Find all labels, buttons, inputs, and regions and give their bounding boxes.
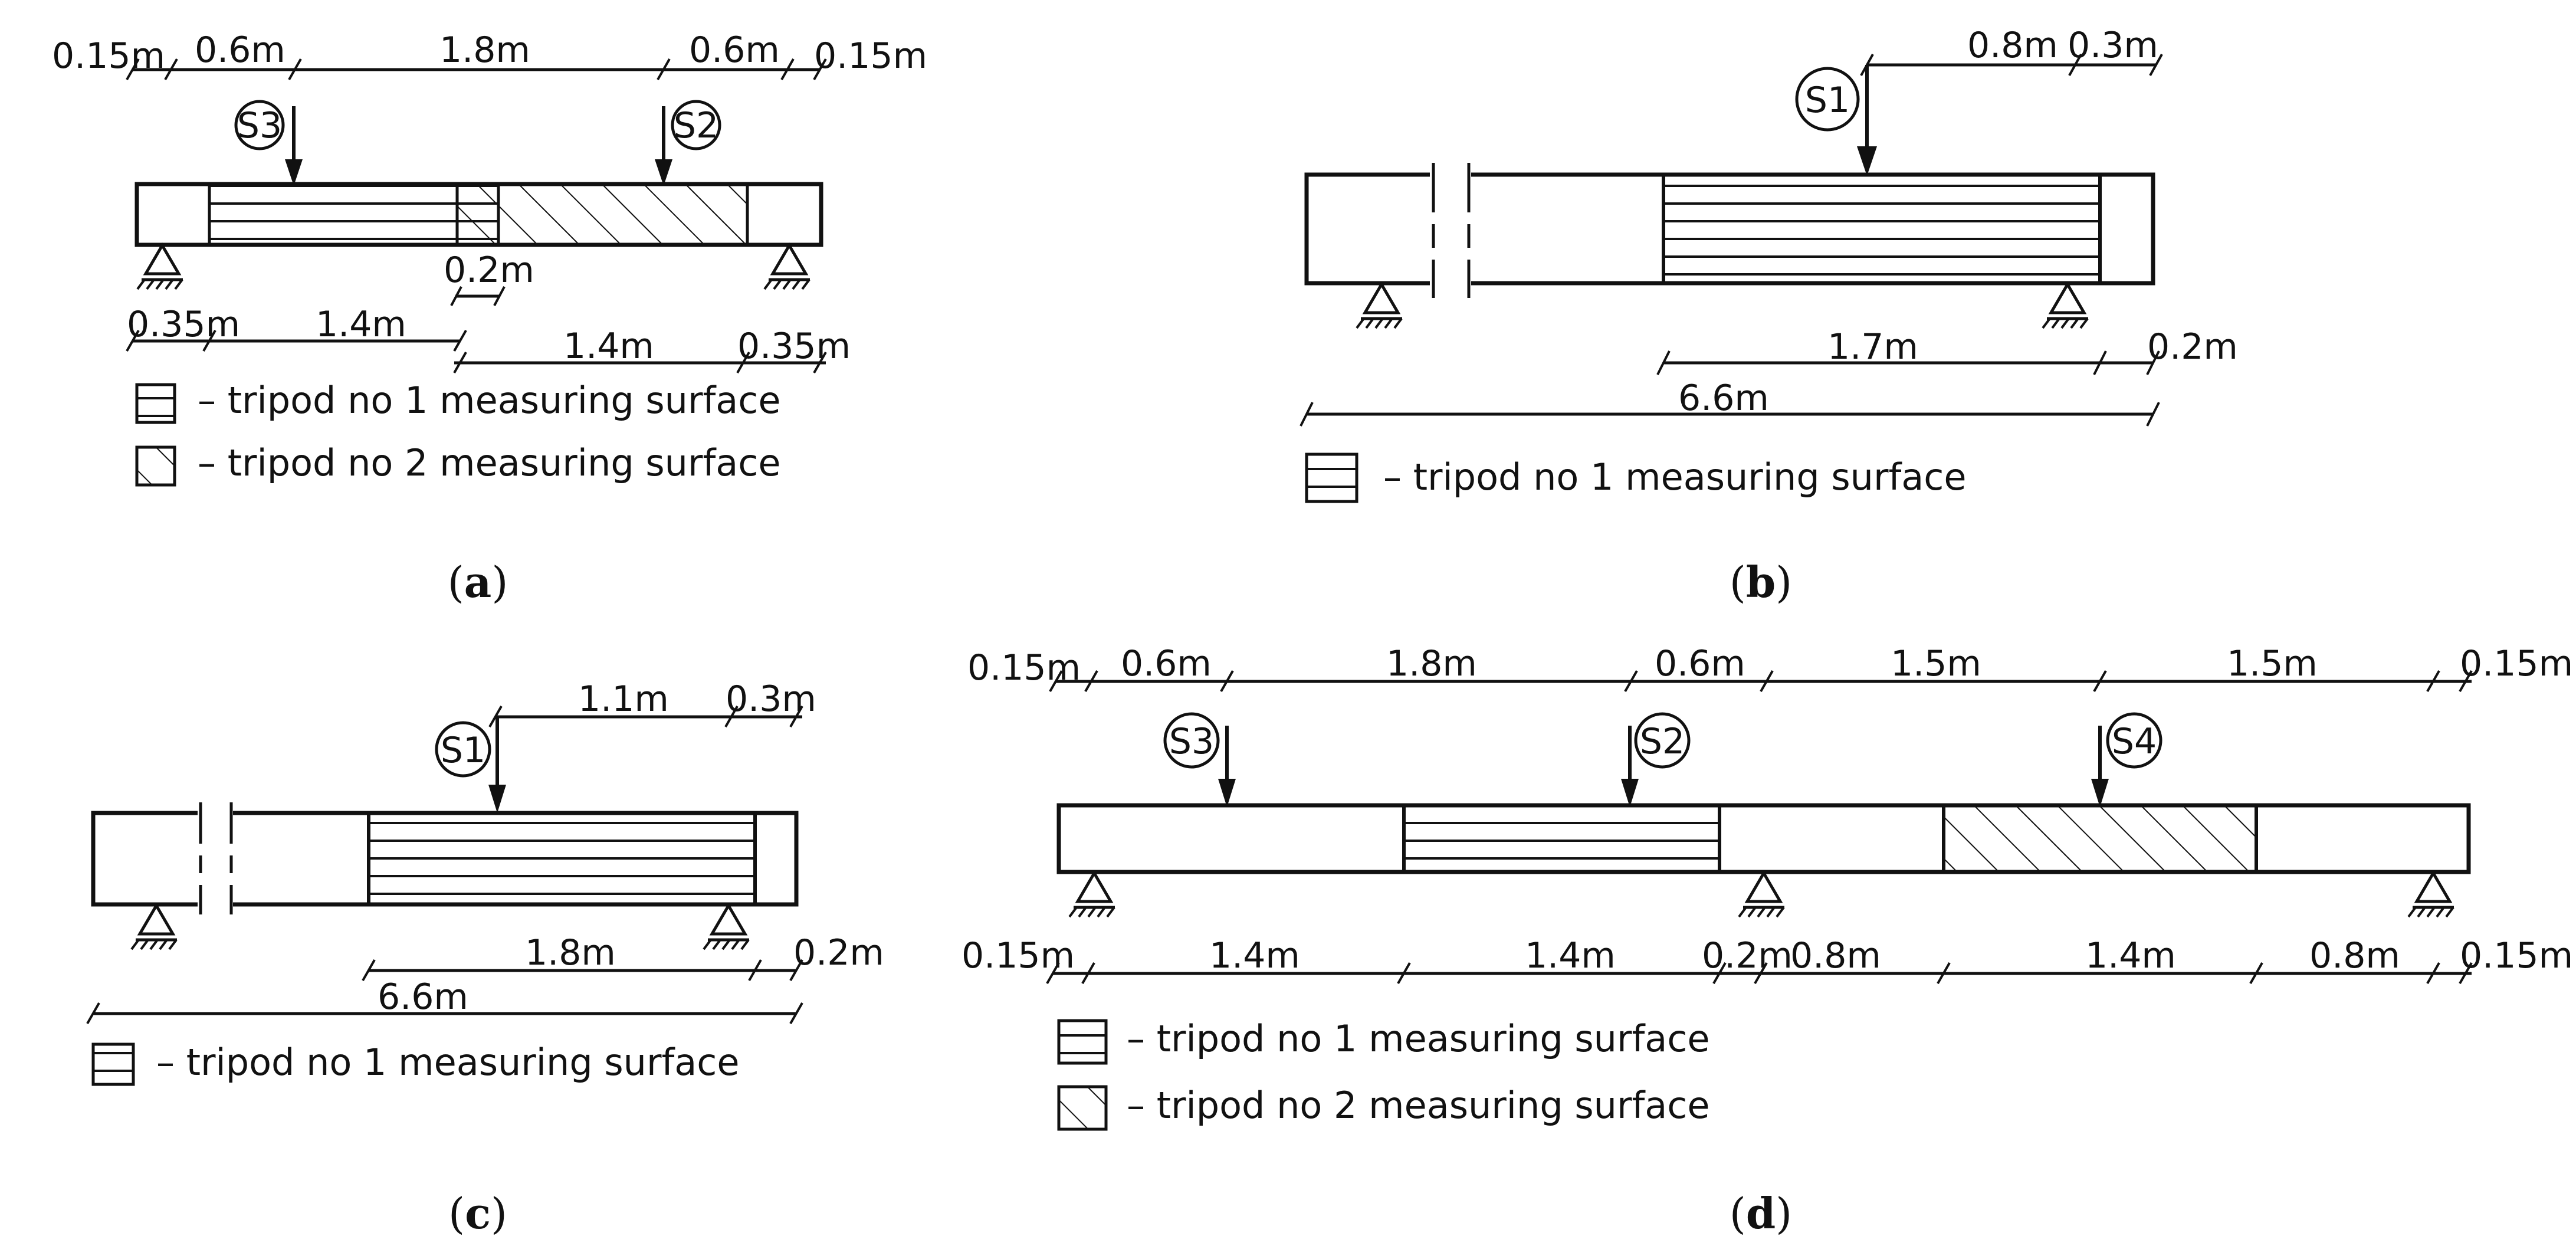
dim-label: 1.8m	[525, 932, 616, 973]
pin-support-icon	[764, 245, 810, 289]
panel-label: (d)	[1730, 1188, 1793, 1238]
dim-label: 0.8m	[1967, 25, 2058, 66]
pin-support-icon	[2043, 284, 2088, 328]
measuring-surface-tripod-2	[455, 182, 749, 247]
dim-label: 1.5m	[1891, 643, 1981, 684]
dim-label: 1.7m	[1827, 326, 1918, 368]
load-label: S2	[674, 105, 718, 146]
legend-label: – tripod no 1 measuring surface	[1127, 1017, 1710, 1060]
dim-label: 1.4m	[1525, 935, 1616, 976]
load-label: S1	[1805, 80, 1850, 121]
load-marker-circle	[435, 721, 491, 778]
arrowhead-icon	[1621, 779, 1639, 807]
dim-label: 6.6m	[1678, 378, 1769, 419]
panel-label: (a)	[448, 557, 508, 607]
legend-label: – tripod no 2 measuring surface	[1127, 1084, 1710, 1127]
legend-swatch-tripod-1	[1057, 1019, 1108, 1065]
dim-label: 0.6m	[195, 29, 286, 71]
measuring-surface-tripod-1	[208, 182, 459, 247]
dim-label: 6.6m	[378, 976, 468, 1018]
dim-label: 0.6m	[689, 29, 780, 71]
legend-label: – tripod no 1 measuring surface	[198, 379, 781, 422]
measuring-surface-tripod-1	[1402, 804, 1721, 874]
arrowhead-icon	[285, 159, 303, 186]
beam-break-gap	[1430, 168, 1471, 290]
load-label: S1	[441, 730, 485, 771]
measuring-surface-tripod-2	[1942, 804, 2258, 874]
dim-label: 0.3m	[2068, 25, 2158, 66]
dim-label: 0.8m	[2309, 935, 2400, 976]
pin-support-icon	[1069, 873, 1115, 917]
dim-label: 1.4m	[563, 326, 654, 367]
arrowhead-icon	[488, 785, 506, 813]
load-marker-circle	[2106, 712, 2162, 769]
panel-c: 1.1m 0.3m S1 1.8m 0.2m 6.6m – tripod no …	[86, 678, 884, 1238]
overlap-region	[455, 182, 500, 247]
panel-label: (b)	[1730, 557, 1793, 607]
arrowhead-icon	[1218, 779, 1236, 807]
dim-label: 0.2m	[793, 932, 884, 973]
arrowhead-icon	[1857, 146, 1877, 176]
load-label: S3	[237, 105, 282, 146]
load-marker-circle	[234, 100, 285, 150]
dim-label: 1.1m	[578, 678, 669, 720]
arrowhead-icon	[655, 159, 672, 186]
dim-label: 0.15m	[2460, 935, 2573, 976]
load-label: S3	[1169, 721, 1214, 762]
legend-swatch-tripod-2	[135, 445, 176, 487]
measuring-surface-tripod-1	[1662, 173, 2102, 285]
legend-label: – tripod no 2 measuring surface	[198, 441, 781, 484]
load-label: S4	[2112, 721, 2157, 762]
dim-label: 1.8m	[1386, 643, 1477, 684]
legend-label: – tripod no 1 measuring surface	[156, 1041, 740, 1084]
pin-support-icon	[137, 245, 183, 289]
pin-support-icon	[1357, 284, 1402, 328]
legend-swatch-tripod-1	[91, 1042, 135, 1086]
dim-label: 0.6m	[1655, 643, 1745, 684]
dim-label: 0.15m	[967, 647, 1081, 688]
arrowhead-icon	[2091, 779, 2109, 807]
dim-label: 0.15m	[2460, 643, 2573, 684]
panel-d: 0.15m 0.6m 1.8m 0.6m 1.5m 1.5m 0.15m S3 …	[962, 643, 2573, 1238]
panel-a: 0.15m 0.6m 1.8m 0.6m 0.15m S3 S2 0.2m 0.…	[52, 29, 927, 607]
dim-label: 0.8m	[1790, 935, 1881, 976]
measuring-surface-tripod-1	[367, 811, 757, 906]
dim-label: 0.35m	[127, 304, 240, 345]
load-marker-circle	[1795, 67, 1860, 132]
dim-label: 0.2m	[444, 250, 534, 291]
dim-label: 0.3m	[726, 678, 816, 720]
panel-b: 0.8m 0.3m S1 1.7m 0.2m 6.6m – tripod no …	[1300, 25, 2238, 607]
pin-support-icon	[704, 906, 749, 949]
dim-label: 0.15m	[962, 935, 1075, 976]
dim-label: 0.35m	[737, 326, 851, 367]
dim-ticks	[126, 58, 827, 80]
dim-label: 0.2m	[1702, 935, 1793, 976]
dim-label: 0.15m	[52, 35, 165, 77]
dim-label: 1.4m	[316, 304, 406, 345]
dim-label: 1.5m	[2227, 643, 2318, 684]
legend-label: – tripod no 1 measuring surface	[1383, 455, 1967, 499]
load-marker-circle	[671, 100, 721, 150]
panel-label: (c)	[448, 1188, 507, 1238]
beam-break-gap	[198, 807, 233, 911]
pin-support-icon	[132, 906, 177, 949]
load-marker-circle	[1163, 712, 1220, 769]
dim-label: 1.4m	[1209, 935, 1300, 976]
dim-label: 0.2m	[2147, 326, 2238, 368]
load-label: S2	[1640, 721, 1685, 762]
pin-support-icon	[1739, 873, 1784, 917]
legend-swatch-tripod-1	[1305, 453, 1358, 503]
legend-swatch-tripod-1	[135, 383, 176, 424]
dim-label: 1.8m	[439, 29, 530, 71]
dim-label: 0.6m	[1121, 643, 1212, 684]
dim-label: 0.15m	[814, 35, 927, 77]
legend-swatch-tripod-2	[1057, 1085, 1108, 1131]
dim-label: 1.4m	[2085, 935, 2176, 976]
load-marker-circle	[1634, 712, 1691, 769]
pin-support-icon	[2408, 873, 2454, 917]
